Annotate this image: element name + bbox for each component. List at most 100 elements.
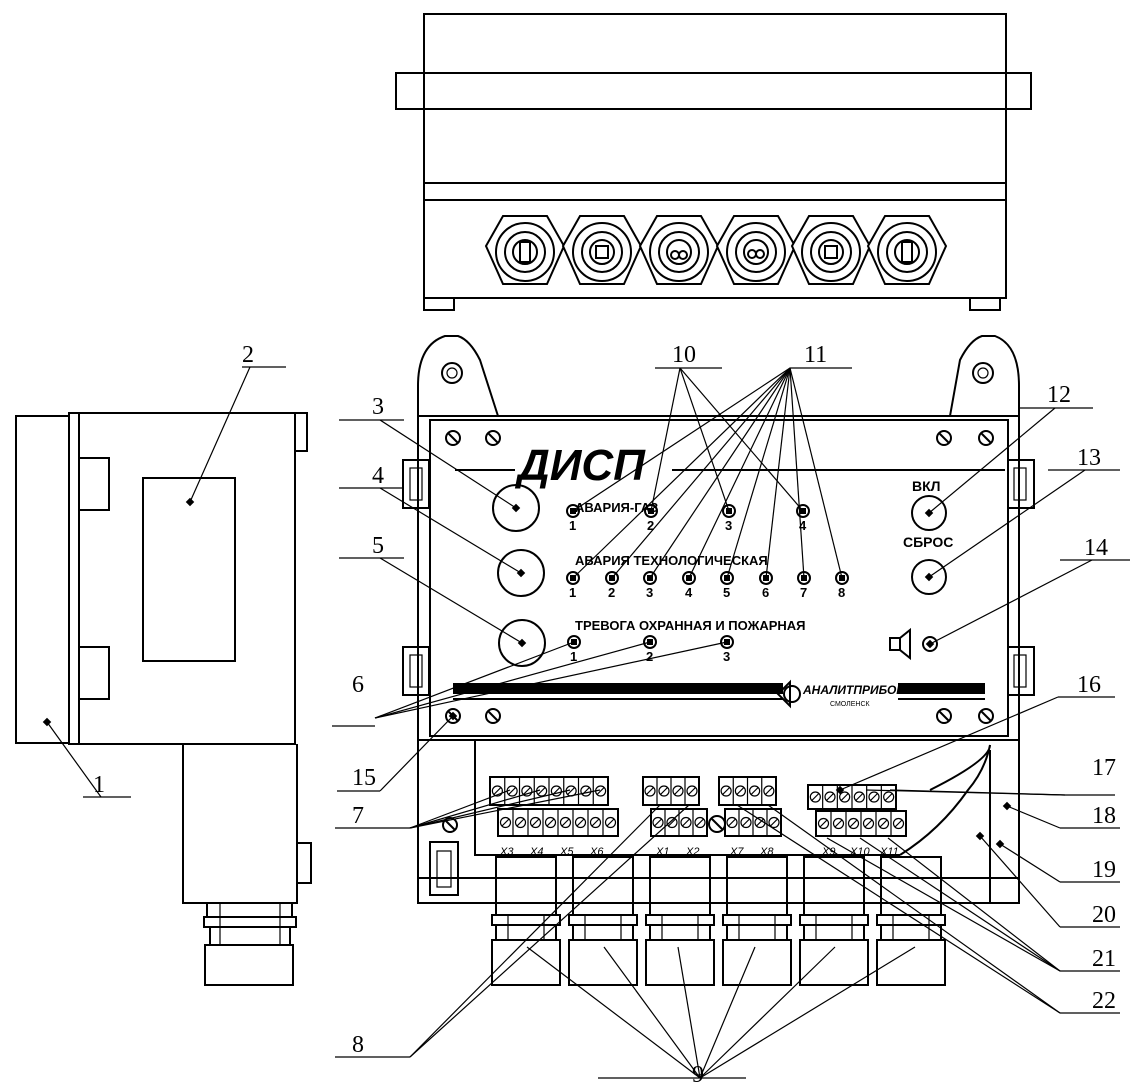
tech-led-index: 8 (838, 585, 845, 600)
gas-led-index: 2 (647, 518, 654, 533)
power-indicator (492, 484, 540, 532)
callout-number: 3 (372, 394, 384, 420)
callout-number: 11 (804, 342, 827, 368)
svg-text:СМОЛЕНСК: СМОЛЕНСК (830, 701, 871, 708)
tech-led-index: 2 (608, 585, 615, 600)
front-view: ДИСП АВАРИЯ-ГАЗ АВАРИЯ ТЕХНОЛОГИЧЕСКАЯ Т… (402, 335, 1035, 986)
callout-number: 7 (352, 803, 364, 829)
callout-number: 4 (372, 463, 384, 489)
siren-indicator (498, 619, 546, 667)
cable-gland-icon (638, 215, 720, 285)
label-reset: СБРОС (903, 534, 953, 550)
callout-13: 13 (924, 445, 1120, 582)
label-gas-alarm: АВАРИЯ-ГАЗ (575, 500, 658, 515)
mounting-screw-icon (936, 708, 952, 724)
cable-gland-icon (568, 902, 638, 986)
terminal-block-upper (489, 776, 609, 806)
mounting-screw-icon (445, 430, 461, 446)
callout-number: 13 (1077, 445, 1101, 471)
callout-11: 11 (572, 342, 852, 579)
callout-8: 8 (335, 804, 690, 1058)
callout-number: 12 (1047, 382, 1071, 408)
terminal-block-lower (724, 808, 782, 837)
terminal-label: X8 (759, 846, 774, 858)
callout-number: 10 (672, 342, 696, 368)
tech-led-index: 3 (646, 585, 653, 600)
gas-led-index: 4 (799, 518, 807, 533)
mounting-screw-icon (978, 708, 994, 724)
callout-19: 19 (995, 839, 1120, 883)
mounting-screw-icon (708, 815, 726, 833)
terminal-label: X9 (821, 846, 835, 858)
cable-gland-icon (645, 902, 715, 986)
mounting-screw-icon (485, 708, 501, 724)
callout-16: 16 (835, 672, 1115, 795)
callout-21: 21 (826, 837, 1120, 972)
tech-led-index: 7 (800, 585, 807, 600)
terminal-label: X6 (589, 846, 604, 858)
security-led-index: 3 (723, 649, 730, 664)
tech-led-index: 6 (762, 585, 769, 600)
callout-number: 1 (93, 772, 105, 798)
label-on: ВКЛ (912, 478, 940, 494)
tech-led-index: 1 (569, 585, 576, 600)
cable-gland-icon (561, 215, 643, 285)
callout-number: 8 (352, 1032, 364, 1058)
terminal-label: X7 (729, 846, 744, 858)
reset-button[interactable] (911, 559, 947, 595)
terminal-block-upper (718, 776, 777, 806)
cable-gland-icon (790, 215, 872, 285)
callout-number: 17 (1092, 755, 1116, 781)
callout-10: 10 (650, 342, 804, 512)
cable-gland-icon (715, 215, 797, 285)
callout-18: 18 (1002, 801, 1120, 829)
svg-text:АНАЛИТПРИБОР: АНАЛИТПРИБОР (802, 683, 905, 697)
callout-number: 21 (1092, 946, 1116, 972)
on-button[interactable] (911, 495, 947, 531)
tech-led-index: 5 (723, 585, 730, 600)
callout-number: 6 (352, 672, 364, 698)
security-led-index: 1 (570, 649, 577, 664)
callout-1: 1 (42, 717, 131, 798)
callout-2: 2 (185, 342, 286, 507)
callout-15: 15 (337, 711, 458, 792)
brand-title: ДИСП (514, 441, 646, 490)
indicator-leds: 1 2 3 4 1 2 3 4 5 6 7 8 1 2 3 (566, 504, 849, 664)
callout-6: 6 (332, 641, 728, 727)
callout-number: 2 (242, 342, 254, 368)
gas-led-index: 1 (569, 518, 576, 533)
callout-number: 9 (692, 1062, 704, 1088)
callout-12: 12 (924, 382, 1093, 518)
callout-number: 15 (352, 765, 376, 791)
side-view (15, 412, 312, 986)
callout-3: 3 (339, 394, 521, 513)
terminal-label: X5 (559, 846, 574, 858)
callout-14: 14 (925, 535, 1130, 649)
callout-7: 7 (335, 789, 601, 829)
callout-9: 9 (526, 946, 916, 1088)
gas-led-index: 3 (725, 518, 732, 533)
security-led-index: 2 (646, 649, 653, 664)
fault-indicator (497, 549, 545, 597)
cable-gland-icon (799, 902, 869, 986)
terminal-label: X4 (529, 846, 543, 858)
terminal-block-lower (650, 808, 708, 837)
terminal-block-upper (642, 776, 700, 806)
callout-4: 4 (339, 463, 526, 578)
top-view (395, 13, 1032, 311)
terminal-block-lower (815, 810, 907, 837)
terminal-label: X10 (849, 846, 870, 858)
callout-5: 5 (339, 533, 527, 648)
cable-gland-icon (484, 215, 566, 285)
tech-led-index: 4 (685, 585, 693, 600)
callout-number: 18 (1092, 803, 1116, 829)
callout-17: 17 (865, 755, 1116, 796)
callout-number: 19 (1092, 857, 1116, 883)
terminal-block-upper (807, 784, 897, 810)
callout-number: 20 (1092, 902, 1116, 928)
terminal-label: X3 (499, 846, 514, 858)
mounting-screw-icon (485, 430, 501, 446)
top-glands (484, 215, 948, 285)
